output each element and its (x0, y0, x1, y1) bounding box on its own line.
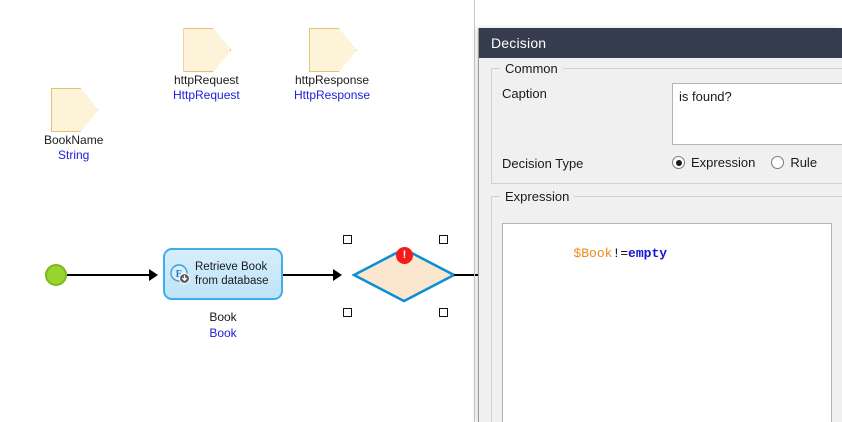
decision-node[interactable] (352, 247, 456, 303)
dialog-title: Decision (491, 35, 547, 51)
expression-groupbox: Expression $Book!=empty (491, 189, 842, 422)
arrowhead-icon (149, 269, 158, 281)
selection-handle[interactable] (343, 308, 352, 317)
parameter-pentagon-icon (50, 88, 99, 132)
radio-label: Rule (790, 155, 818, 170)
decision-type-radio-group: Expression Rule (672, 153, 833, 170)
selection-handle[interactable] (343, 235, 352, 244)
parameter-name: httpRequest (173, 73, 239, 87)
expression-code-editor[interactable]: $Book!=empty (502, 223, 832, 422)
radio-dot-icon (672, 156, 685, 169)
dialog-titlebar[interactable]: Decision (479, 28, 842, 58)
decision-type-label: Decision Type (502, 156, 584, 171)
connector-decision-outgoing[interactable] (454, 274, 478, 276)
arrowhead-icon (333, 269, 342, 281)
diamond-shape-icon (352, 247, 456, 303)
radio-dot-icon (771, 156, 785, 169)
activity-output-type: Book (209, 326, 237, 340)
error-badge[interactable]: ! (396, 247, 413, 264)
expression-token-keyword: empty (628, 246, 668, 261)
caption-label: Caption (502, 86, 547, 101)
canvas-parameter-bookname[interactable]: BookName String (44, 88, 103, 162)
connector-start-to-activity[interactable] (67, 274, 149, 276)
decision-properties-dialog[interactable]: Decision Common Caption Decision Type Ex… (478, 28, 842, 422)
canvas-edge-divider (474, 0, 475, 422)
connector-activity-to-decision[interactable] (283, 274, 333, 276)
parameter-pentagon-icon (183, 28, 232, 72)
common-groupbox: Common Caption Decision Type Expression … (491, 61, 842, 184)
parameter-name: httpResponse (294, 73, 370, 87)
radio-option-expression[interactable]: Expression (672, 155, 755, 170)
parameter-type: HttpResponse (294, 88, 371, 102)
expression-group-label: Expression (500, 189, 575, 204)
parameter-type: String (58, 148, 90, 162)
expression-token-variable: $Book (573, 246, 613, 261)
parameter-type: HttpRequest (173, 88, 240, 102)
decision-type-row: Decision Type Expression Rule (502, 153, 842, 171)
expression-token-operator: != (612, 246, 629, 261)
caption-input[interactable] (672, 83, 842, 145)
caption-row: Caption (502, 83, 842, 145)
activity-output-name: Book (209, 310, 237, 324)
selection-handle[interactable] (439, 235, 448, 244)
canvas-parameter-httprequest[interactable]: httpRequest HttpRequest (173, 28, 240, 102)
activity-label: Retrieve Book from database (195, 261, 269, 287)
svg-text:E: E (176, 269, 183, 280)
start-event-node[interactable] (45, 264, 67, 286)
radio-label: Expression (691, 155, 756, 170)
radio-option-rule[interactable]: Rule (771, 155, 817, 170)
common-group-label: Common (500, 61, 563, 76)
selection-handle[interactable] (439, 308, 448, 317)
activity-node-retrieve-book[interactable]: E Retrieve Book from database (163, 248, 283, 300)
dialog-body: Common Caption Decision Type Expression … (479, 58, 842, 422)
parameter-pentagon-icon (309, 28, 358, 72)
canvas-parameter-httpresponse[interactable]: httpResponse HttpResponse (294, 28, 370, 102)
script-download-icon: E (170, 264, 190, 284)
parameter-name: BookName (44, 133, 104, 147)
